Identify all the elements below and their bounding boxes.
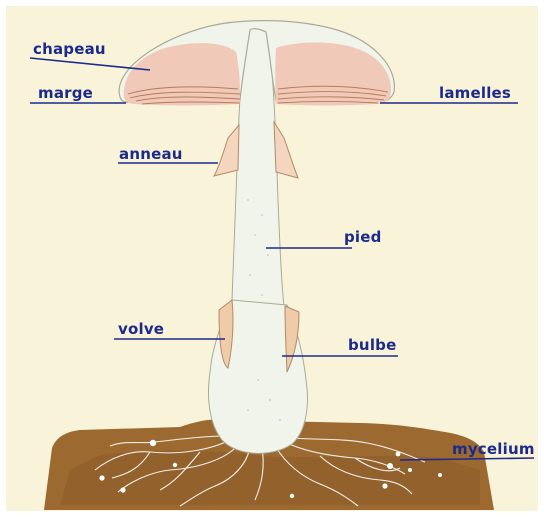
label-anneau: anneau (119, 145, 183, 163)
label-bulbe: bulbe (348, 336, 396, 354)
label-pied: pied (344, 228, 382, 246)
label-mycelium: mycelium (452, 440, 535, 458)
label-volve: volve (118, 320, 164, 338)
label-chapeau: chapeau (33, 40, 106, 58)
label-lamelles: lamelles (439, 84, 511, 102)
label-marge: marge (38, 84, 93, 102)
